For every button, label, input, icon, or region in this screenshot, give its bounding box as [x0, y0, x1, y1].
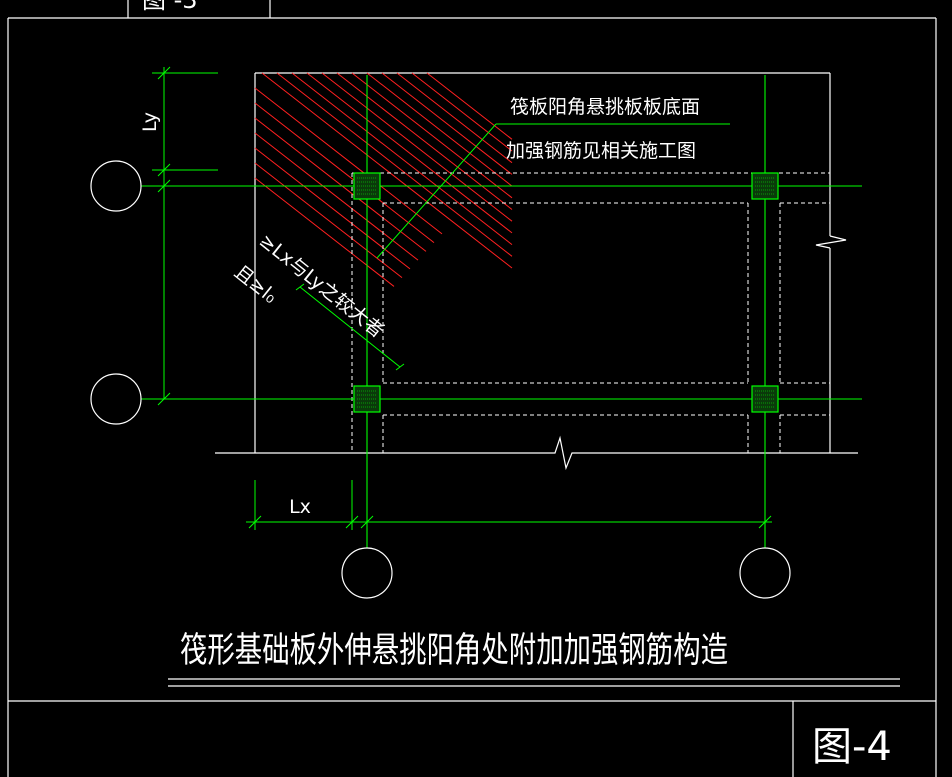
- drawing-caption: 筏形基础板外伸悬挑阳角处附加加强钢筋构造: [180, 631, 728, 671]
- lx-label: Lx: [289, 496, 311, 518]
- hatch-line: [396, 72, 513, 164]
- hatch-line: [254, 132, 419, 261]
- callout-leader: [376, 123, 730, 259]
- slab-outline: [215, 72, 858, 471]
- hatch-line: [351, 72, 513, 199]
- axis-bubble-right: [739, 547, 791, 599]
- hatch-line: [276, 72, 513, 257]
- hatch-line: [306, 72, 513, 234]
- hatch-line: [366, 72, 513, 187]
- hatch-line: [321, 72, 513, 222]
- callout-line2: 加强钢筋见相关施工图: [506, 140, 696, 162]
- hatch-line: [254, 87, 443, 235]
- hatch-line: [426, 72, 513, 140]
- axis-bubble-top: [90, 160, 142, 212]
- diagonal-dimension: [295, 283, 405, 371]
- top-title-block: 图 -3: [142, 0, 198, 14]
- drawing-frame: [7, 0, 937, 777]
- top-title-text: 图 -3: [142, 0, 198, 14]
- hatch-line: [336, 72, 513, 210]
- hatch-line: [254, 177, 395, 287]
- hatch-line: [381, 72, 513, 175]
- corner-reinforcement-hatch: [254, 72, 513, 287]
- figure-label-box: [792, 700, 936, 777]
- axis-bubble-left: [341, 547, 393, 599]
- callout-line1: 筏板阳角悬挑板板底面: [510, 96, 700, 118]
- column-bottom-right: [751, 385, 779, 413]
- lx-dimension: [246, 480, 772, 530]
- ly-dimension: [152, 66, 218, 406]
- axis-bubble-bottom: [90, 373, 142, 425]
- caption-underline: [168, 678, 900, 687]
- columns: [353, 172, 779, 413]
- axis-lines: [141, 75, 862, 548]
- hatch-line: [254, 117, 427, 252]
- figure-label: 图-4: [812, 724, 892, 770]
- hatch-line: [291, 72, 513, 245]
- hatch-line: [254, 147, 411, 270]
- hatch-line: [411, 72, 513, 152]
- column-top-left: [353, 172, 381, 200]
- ly-label: Ly: [139, 112, 161, 132]
- hatch-line: [254, 162, 403, 279]
- column-bottom-left: [353, 385, 381, 413]
- column-top-right: [751, 172, 779, 200]
- hatch-line: [261, 72, 513, 269]
- hatch-line: [254, 102, 435, 244]
- axis-bubbles: [90, 160, 791, 599]
